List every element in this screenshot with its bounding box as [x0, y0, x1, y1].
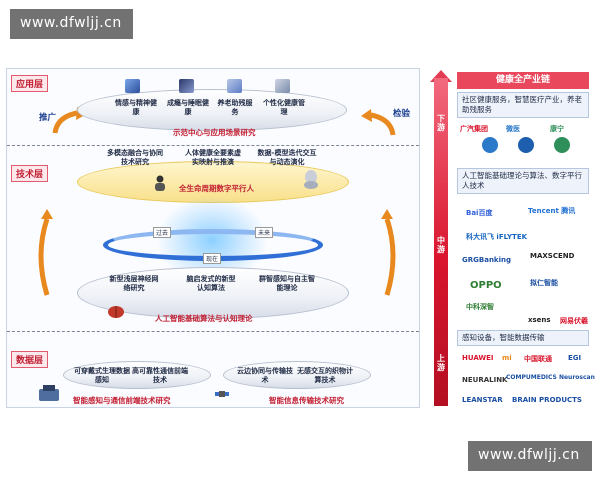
robot-head-icon [304, 170, 318, 189]
logo-huawei: HUAWEI [462, 354, 494, 362]
logo-oppo: OPPO [470, 280, 502, 291]
watermark-top: www.dfwljj.cn [10, 9, 133, 39]
tech-item-fusion: 多模态融合与协同技术研究 [107, 149, 163, 166]
person-icon [155, 175, 165, 191]
logo-tencent: Tencent 腾讯 [528, 207, 576, 215]
downstream-logo-row-icon [482, 137, 570, 153]
logo-leanstar: LEANSTAR [462, 396, 503, 404]
logo-netease: 网易伏羲 [560, 317, 588, 325]
logo-unicom: 中国联通 [524, 355, 552, 363]
emotion-thumbnail [125, 79, 140, 93]
downstream-box: 社区健康服务，智慧医疗产业，养老助残服务 [457, 92, 589, 118]
logo-kangning: 康宁 [550, 125, 564, 133]
layer-label-technology: 技术层 [11, 165, 49, 182]
ai-item-network: 新型浅层神经网络研究 [109, 275, 159, 292]
health-thumbnail [275, 79, 290, 93]
app-item-elderly: 养老助残服务 [217, 99, 253, 116]
logo-mi: mi [502, 354, 512, 362]
device-icon [39, 385, 59, 401]
data-left-band [63, 361, 211, 389]
chain-arrow-bar [434, 78, 448, 406]
divider-1 [7, 145, 419, 146]
application-caption: 示范中心与应用场景研究 [173, 128, 256, 137]
upstream-box: 感知设备，智能数据传输 [457, 330, 589, 346]
logo-weiyi: 微医 [506, 125, 520, 133]
verify-arrow-icon [361, 109, 396, 136]
watermark-bottom: www.dfwljj.cn [468, 441, 592, 471]
satellite-icon [215, 391, 229, 397]
left-up-arrow-icon [38, 209, 53, 296]
stream-label-mid: 中游 [437, 236, 445, 254]
data-left-caption: 智能感知与通信前端技术研究 [73, 396, 171, 405]
data-item-wearable: 可穿戴式生理数据感知 [74, 367, 130, 384]
side-label-promote: 推广 [39, 113, 57, 123]
layer-label-data: 数据层 [11, 351, 49, 368]
side-label-verify: 检验 [393, 109, 411, 119]
logo-baidu: Bai百度 [466, 209, 493, 217]
application-band [77, 89, 347, 131]
logo-brainproducts: BRAIN PRODUCTS [512, 396, 582, 404]
time-label-past: 过去 [153, 227, 172, 238]
elderly-thumbnail [227, 79, 242, 93]
digital-twin-band [77, 161, 349, 203]
ai-item-cognition: 脑启发式的新型认知算法 [186, 275, 236, 292]
time-label-now: 现在 [203, 253, 222, 264]
app-item-sleep: 成瘾与睡眠健康 [167, 99, 209, 116]
logo-neuralink: NEURALINK [462, 376, 508, 384]
logo-maxscend: MAXSCEND [530, 252, 575, 260]
brain-icon [108, 306, 124, 318]
tech-item-mapping: 人体健康全要素虚实映射与推演 [185, 149, 241, 166]
data-item-cloud: 云边协同与传输技术 [237, 367, 293, 384]
stream-label-up: 上游 [437, 354, 445, 372]
midstream-box: 人工智能基础理论与算法、数字平行人技术 [457, 168, 589, 194]
logo-egi: EGI [568, 354, 582, 362]
architecture-diagram: 应用层 推广 检验 情感与精神健康 成瘾与睡眠健康 养老助残服务 个性化健康管理… [6, 68, 420, 408]
data-item-frontend: 高可靠性通信前端技术 [132, 367, 188, 384]
app-item-emotion: 情感与精神健康 [115, 99, 157, 116]
logo-grgbanking: GRGBanking [462, 256, 511, 264]
logo-neuroscan: COMPUMEDICS Neuroscan [506, 374, 595, 381]
layer-label-application: 应用层 [11, 75, 49, 92]
logo-gac: 广汽集团 [460, 125, 488, 133]
sleep-thumbnail [179, 79, 194, 93]
time-label-future: 未来 [255, 227, 274, 238]
tech-item-iteration: 数据-模型迭代交互与动态演化 [257, 149, 317, 166]
chain-title: 健康全产业链 [457, 72, 589, 89]
data-item-fabric: 无感交互的织物计算技术 [297, 367, 353, 384]
ai-caption: 人工智能基础算法与认知理论 [155, 314, 253, 323]
tech-caption: 全生命周期数字平行人 [179, 184, 254, 193]
stream-label-down: 下游 [437, 114, 445, 132]
data-right-band [223, 361, 371, 389]
divider-2 [7, 331, 419, 332]
logo-zhongke: 中科深智 [466, 303, 494, 311]
logo-niren: 拟仁智能 [530, 279, 558, 287]
data-right-caption: 智能信息传输技术研究 [269, 396, 344, 405]
logo-xsens: xsens [528, 316, 551, 324]
ai-item-swarm: 群智感知与自主智能理论 [259, 275, 315, 292]
logo-iflytek: 科大讯飞 iFLYTEK [466, 233, 528, 241]
right-up-arrow-icon [381, 209, 396, 296]
app-item-personalized: 个性化健康管理 [263, 99, 305, 116]
